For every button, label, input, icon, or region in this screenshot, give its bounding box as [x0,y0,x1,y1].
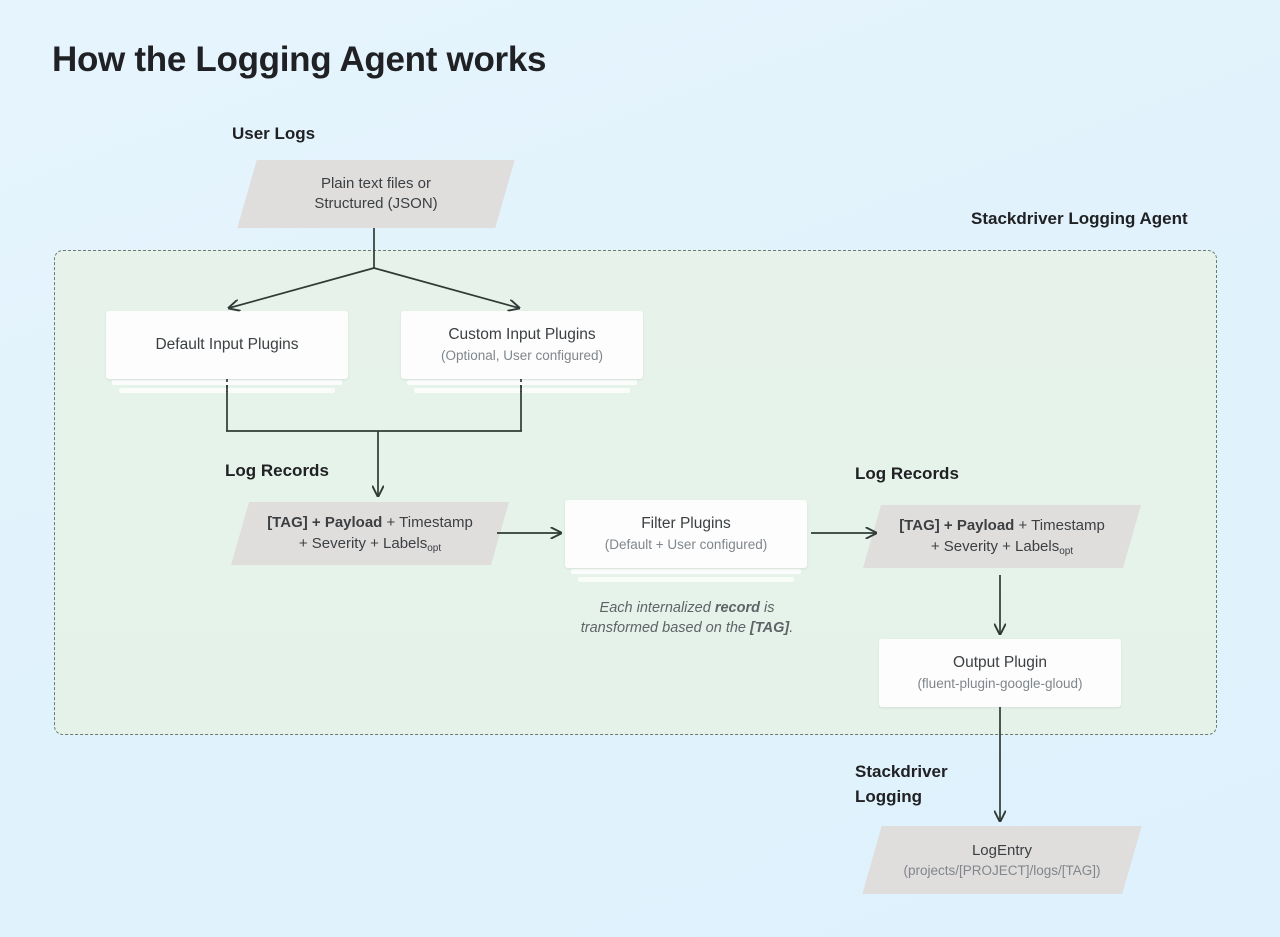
card-stack-sheet-2 [414,388,630,393]
log-record-left-line2: + Severity + Labelsopt [299,534,441,555]
log-record-left-bold: [TAG] + Payload [267,513,383,531]
label-log-records-left: Log Records [225,461,329,480]
log-record-right-bold: [TAG] + Payload [899,516,1015,534]
log-record-left-line1: [TAG] + Payload + Timestamp [267,513,473,534]
log-entry-subtitle: (projects/[PROJECT]/logs/[TAG]) [903,862,1101,878]
node-log-record-right: [TAG] + Payload + Timestamp + Severity +… [862,505,1142,568]
card-stack-sheet-1 [571,569,801,574]
card-stack-sheet-2 [119,388,335,393]
label-stackdriver-logging-line1: Stackdriver [855,762,948,781]
caption-l2-b: [TAG] [750,619,790,636]
node-output-plugin[interactable]: Output Plugin (fluent-plugin-google-glou… [879,639,1121,707]
node-filter-plugins[interactable]: Filter Plugins (Default + User configure… [565,500,807,582]
node-default-input-plugins[interactable]: Default Input Plugins [106,311,348,393]
log-record-right-rest: + Timestamp [1014,516,1105,534]
node-custom-input-plugins[interactable]: Custom Input Plugins (Optional, User con… [401,311,643,393]
node-user-logs-source: Plain text files or Structured (JSON) [237,160,515,228]
label-log-records-right: Log Records [855,464,959,483]
caption-l1-c: is [759,600,775,616]
filter-plugins-subtitle: (Default + User configured) [604,537,768,553]
log-record-right-subscript: opt [1059,545,1074,557]
user-logs-source-line1: Plain text files or [320,175,432,193]
node-log-record-left: [TAG] + Payload + Timestamp + Severity +… [230,502,510,565]
caption-line1: Each internalized record is [600,600,775,616]
filter-plugins-title: Filter Plugins [641,515,731,533]
card-stack-sheet-1 [112,380,342,385]
caption-l2-c: . [789,619,794,636]
log-record-left-line2-text: + Severity + Labels [298,534,428,552]
output-plugin-title: Output Plugin [953,654,1047,672]
output-plugin-subtitle: (fluent-plugin-google-gloud) [917,676,1083,692]
label-stackdriver-logging-agent: Stackdriver Logging Agent [971,209,1188,228]
label-user-logs: User Logs [232,124,316,143]
card-stack-sheet-2 [578,577,794,582]
log-record-left-subscript: opt [427,542,442,554]
default-input-plugins-title: Default Input Plugins [155,335,299,353]
caption-l2-a: transformed based on the [580,619,751,636]
label-stackdriver-logging-line2: Logging [855,786,923,806]
card-stack-sheet-1 [407,380,637,385]
label-stackdriver-logging: Stackdriver Logging [855,760,948,809]
log-record-right-line2-text: + Severity + Labels [930,537,1060,555]
log-record-right-line2: + Severity + Labelsopt [931,537,1073,558]
caption-l1-b: record [714,600,760,616]
log-record-left-rest: + Timestamp [382,513,473,531]
user-logs-source-line2: Structured (JSON) [314,195,438,212]
log-entry-title: LogEntry [971,841,1033,859]
custom-input-plugins-subtitle: (Optional, User configured) [440,348,604,364]
node-log-entry: LogEntry (projects/[PROJECT]/logs/[TAG]) [862,826,1142,894]
page-title: How the Logging Agent works [52,40,547,79]
log-record-right-line1: [TAG] + Payload + Timestamp [899,516,1105,537]
caption-line2: transformed based on the [TAG]. [581,620,794,636]
caption-l1-a: Each internalized [599,600,715,616]
custom-input-plugins-title: Custom Input Plugins [448,326,596,344]
filter-plugins-caption: Each internalized record is transformed … [552,599,822,638]
